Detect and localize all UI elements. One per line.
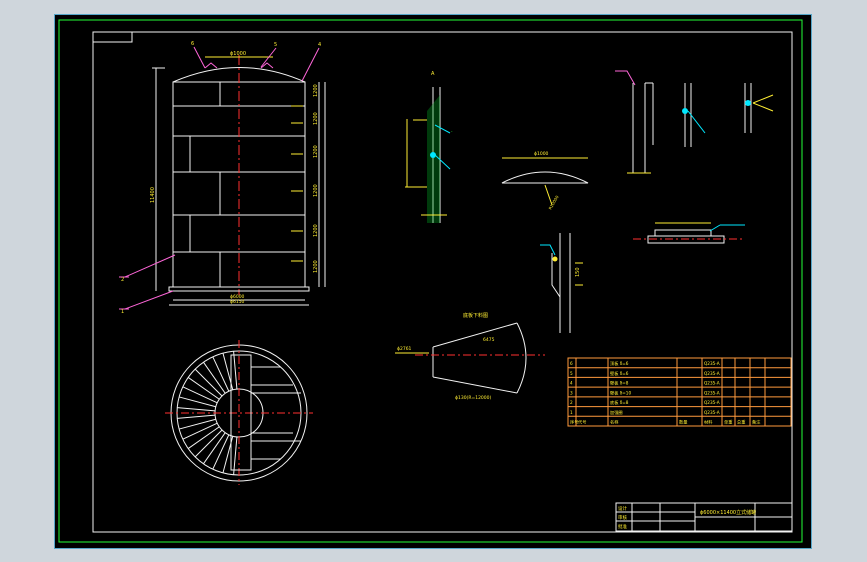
tank-plan-view: [165, 340, 313, 485]
balloon-5[interactable]: 5: [274, 42, 277, 48]
svg-text:1200: 1200: [313, 145, 319, 158]
parts-table-header-cell: 单重: [724, 419, 732, 426]
svg-text:-: -: [451, 129, 453, 134]
right-course-dims: 1200 1200 1200 1200 1200 1200: [313, 84, 319, 273]
cone-mid-label: 6475: [483, 337, 495, 343]
balloon-2[interactable]: 2: [121, 277, 124, 283]
roof-left-nozzle: [204, 62, 218, 69]
parts-table-cell: Q235-A: [704, 361, 720, 366]
detail-sections: [615, 70, 774, 174]
parts-table-cell: 3: [570, 390, 573, 395]
svg-text:1200: 1200: [313, 260, 319, 273]
parts-table-cell: 4: [570, 381, 573, 386]
detail-b-v-label: 150: [575, 267, 581, 277]
course-dim-1: 1200: [313, 84, 319, 97]
parts-table-cell: Q235-A: [704, 371, 720, 376]
parts-table-cell: 6: [570, 361, 573, 366]
parts-table-cell: 1: [570, 410, 573, 415]
parts-table-cell: 壁板 δ=6: [610, 370, 629, 377]
svg-text:1200: 1200: [313, 184, 319, 197]
title-cell-a: 设计: [618, 505, 627, 512]
detail-b-lap-joint: [633, 222, 745, 244]
parts-table-cell: 壁板 δ=10: [610, 389, 631, 396]
corner-tag: [93, 32, 133, 43]
bottom-dim-inner: ϕ6000: [230, 294, 245, 300]
parts-table-header-cell: 总重: [737, 419, 745, 425]
svg-text:1200: 1200: [313, 224, 319, 237]
parts-table-cell: Q235-A: [704, 381, 720, 386]
development-sketch: 底板下料图 ϕ2761 6475 ϕ130(R=12000): [395, 312, 545, 401]
detail-c-corner: 150: [540, 233, 583, 333]
cad-viewport[interactable]: 1200 1200 1200 1200 1200 1200 11400 ϕ100…: [54, 14, 812, 549]
balloon-4[interactable]: 4: [318, 42, 321, 48]
parts-table-cell: Q235-A: [704, 410, 720, 415]
parts-table-cell: 壁板 δ=8: [610, 380, 629, 387]
title-cell-b: 审核: [618, 514, 627, 521]
parts-table-cell: 2: [570, 400, 573, 405]
detail-a: - A: [405, 71, 453, 223]
parts-table-cell: 顶板 δ=6: [610, 360, 629, 367]
roof-right-nozzle: [260, 62, 274, 69]
dome-detail: ϕ1000 R10000: [501, 151, 589, 211]
sketch-title: 底板下料图: [463, 312, 488, 319]
balloon-6[interactable]: 6: [191, 41, 194, 47]
parts-table-cell: Q235-A: [704, 390, 720, 395]
outer-sheet-frame: [58, 19, 803, 543]
parts-table-header-cell: 备注: [752, 419, 761, 426]
tank-roof: [172, 67, 306, 83]
cone-left-label: ϕ2761: [397, 346, 412, 352]
bottom-dim-outer: ϕ6150: [230, 299, 245, 305]
parts-table-header-cell: 序号: [570, 419, 578, 426]
title-drawing-name: ϕ6000×11400立式储罐: [700, 509, 756, 516]
parts-table-header-cell: 材料: [704, 419, 713, 426]
tank-elevation-view: 1200 1200 1200 1200 1200 1200 11400 ϕ100…: [119, 41, 326, 315]
parts-table-cell: 底板 δ=8: [610, 399, 629, 406]
inner-sheet-frame: [92, 31, 793, 533]
title-block: 设计 审核 批准 ϕ6000×11400立式储罐: [615, 502, 793, 532]
parts-table-header-cell: 数量: [679, 419, 687, 426]
drawing-canvas: 1200 1200 1200 1200 1200 1200 11400 ϕ100…: [58, 19, 803, 543]
title-cell-c: 批准: [618, 523, 627, 530]
svg-text:1200: 1200: [313, 112, 319, 125]
parts-table-cell: 加强圈: [610, 409, 623, 416]
parts-table-header-cell: 名称: [610, 419, 618, 426]
parts-table-header-cell: 代号: [578, 419, 586, 426]
height-total-label: 11400: [150, 187, 156, 203]
balloon-1[interactable]: 1: [121, 309, 124, 315]
svg-text:A: A: [431, 71, 435, 77]
leader-lines: [119, 46, 320, 310]
parts-table-cell: 5: [570, 371, 573, 376]
top-diameter-label: ϕ1000: [230, 51, 246, 57]
cone-arc-label: ϕ130(R=12000): [455, 395, 492, 401]
parts-table-cell: Q235-A: [704, 400, 720, 405]
dome-dim-label: ϕ1000: [534, 151, 549, 157]
